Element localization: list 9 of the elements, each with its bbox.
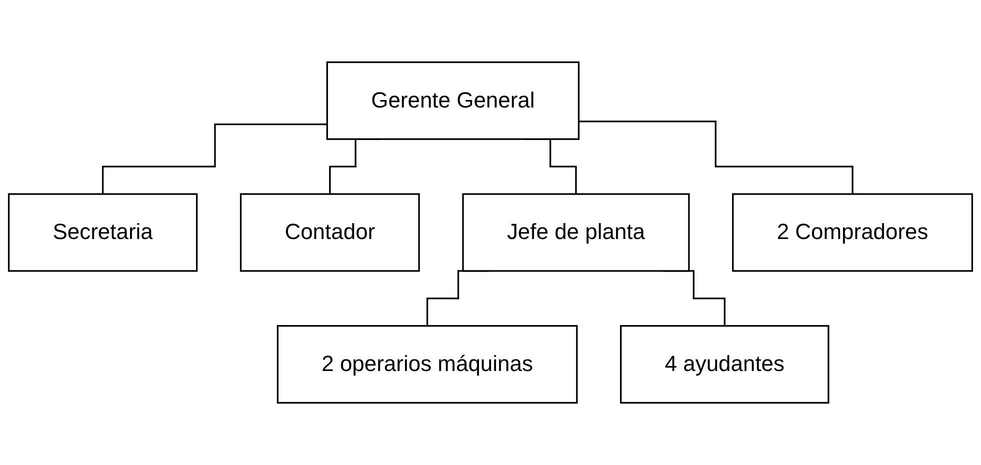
node-box: 2 operarios máquinas [276,325,578,404]
node-box: Gerente General [326,61,580,140]
connector [578,120,854,195]
connector [102,124,328,195]
node-box: 2 Compradores [732,193,974,272]
node-box: Secretaria [8,193,198,272]
node-box: 4 ayudantes [620,325,830,404]
node-box: Contador [240,193,420,272]
node-box: Jefe de planta [462,193,690,272]
